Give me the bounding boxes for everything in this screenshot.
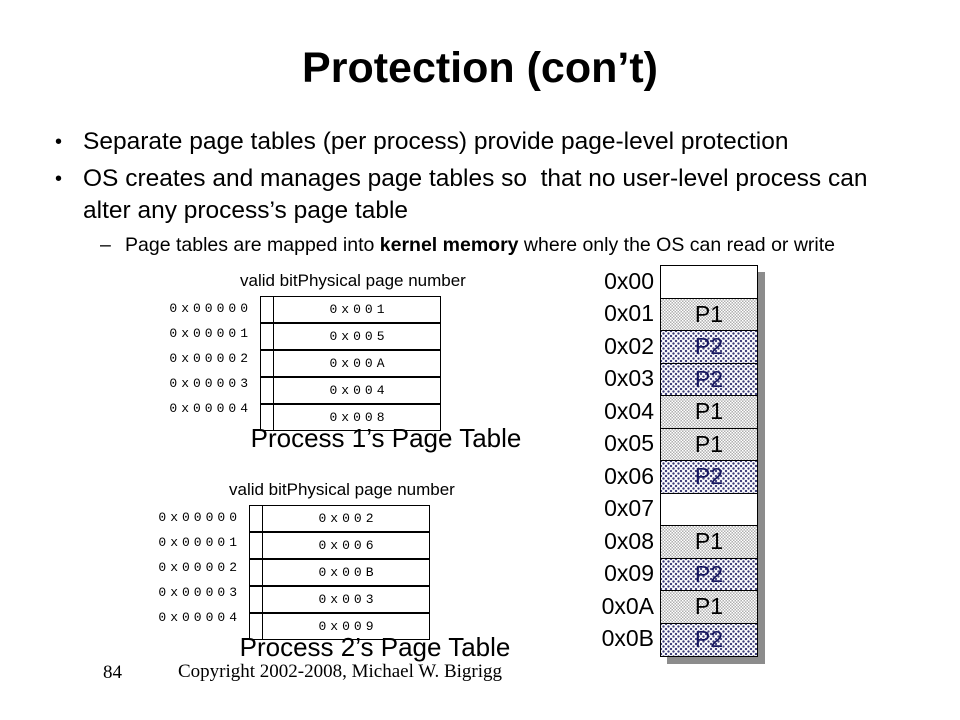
memory-cell: P2: [661, 558, 757, 591]
memory-address-labels: 0x00 0x01 0x02 0x03 0x04 0x05 0x06 0x07 …: [600, 265, 660, 657]
memory-address-label: 0x00: [604, 267, 654, 294]
memory-address-label: 0x03: [604, 365, 654, 392]
memory-stack: P1 P2 P2 P1 P1 P2 P1 P2 P1 P2: [660, 265, 758, 657]
page-table-row: 0x003: [250, 587, 429, 614]
page-table-index-label: 0x00002: [158, 560, 241, 575]
valid-bit-cell: [250, 614, 263, 639]
sub-bullet-text-bold: kernel memory: [379, 234, 519, 256]
memory-address-label: 0x08: [604, 527, 654, 554]
physical-page-number-cell: 0x009: [318, 619, 378, 634]
memory-cell: [661, 493, 757, 526]
page-table-row: 0x001: [261, 297, 440, 324]
page-table-index-label: 0x00004: [158, 610, 241, 625]
memory-address-label: 0x07: [604, 495, 654, 522]
sub-bullet: – Page tables are mapped into kernel mem…: [100, 233, 835, 257]
sub-bullet-text-before: Page tables are mapped into: [125, 234, 380, 256]
page-table-index-label: 0x00000: [169, 301, 252, 316]
bullet-text: Separate page tables (per process) provi…: [83, 128, 789, 155]
memory-cell: [661, 266, 757, 299]
bullet-marker: •: [55, 168, 63, 190]
copyright-text: Copyright 2002-2008, Michael W. Bigrigg: [178, 661, 503, 682]
sub-bullet-text: Page tables are mapped into kernel memor…: [125, 233, 835, 257]
page-table-index-label: 0x00001: [158, 535, 241, 550]
page-table-index-label: 0x00003: [158, 585, 241, 600]
page-table-body: 0x00000 0x00001 0x00002 0x00003 0x00004 …: [158, 505, 595, 640]
physical-page-number-cell: 0x001: [329, 302, 389, 317]
page-table: valid bitPhysical page number 0x00000 0x…: [158, 480, 595, 662]
memory-cell: P2: [661, 331, 757, 364]
valid-bit-header: valid bit: [240, 271, 298, 290]
page-table-index-label: 0x00002: [169, 351, 252, 366]
valid-bit-cell: [261, 297, 274, 322]
physical-page-number-cell: 0x008: [329, 410, 389, 425]
valid-bit-cell: [261, 405, 274, 430]
memory-address-label: 0x05: [604, 430, 654, 457]
valid-bit-cell: [250, 587, 263, 612]
page-table-row: 0x009: [250, 614, 429, 639]
bullet-marker: •: [55, 131, 63, 153]
valid-bit-cell: [250, 560, 263, 585]
page-table-caption: Process 1’s Page Table: [250, 423, 522, 453]
page-table-caption: Process 2’s Page Table: [239, 632, 511, 662]
page-table-index-labels: 0x00000 0x00001 0x00002 0x00003 0x00004: [158, 505, 249, 640]
page-table-body: 0x00000 0x00001 0x00002 0x00003 0x00004 …: [169, 296, 606, 431]
bullet-item: • Separate page tables (per process) pro…: [55, 126, 913, 158]
page-table-row: 0x006: [250, 533, 429, 560]
physical-page-number-cell: 0x002: [318, 511, 378, 526]
page-table-row: 0x004: [261, 378, 440, 405]
memory-cell: P1: [661, 396, 757, 429]
sub-bullet-text-after: where only the OS can read or write: [518, 234, 836, 256]
page-table-index-label: 0x00004: [169, 401, 252, 416]
dash-marker: –: [100, 234, 111, 256]
page-table-rows: 0x002 0x006 0x00B 0x003 0x009: [249, 505, 430, 640]
physical-page-number-cell: 0x003: [318, 592, 378, 607]
page-table-header: valid bitPhysical page number: [240, 271, 606, 293]
valid-bit-cell: [250, 506, 263, 531]
slide-page-number: 84: [103, 662, 122, 683]
memory-address-label: 0x06: [604, 462, 654, 489]
valid-bit-cell: [250, 533, 263, 558]
page-table-row: 0x005: [261, 324, 440, 351]
page-table-row: 0x00B: [250, 560, 429, 587]
memory-cell: P1: [661, 298, 757, 331]
valid-bit-cell: [261, 351, 274, 376]
page-table-row: 0x008: [261, 405, 440, 430]
memory-cell: P2: [661, 461, 757, 494]
physical-page-number-cell: 0x005: [329, 329, 389, 344]
memory-cell: P1: [661, 428, 757, 461]
valid-bit-header: valid bit: [229, 480, 287, 499]
memory-address-label: 0x0A: [601, 592, 654, 619]
page-table-index-label: 0x00000: [158, 510, 241, 525]
bullet-list: • Separate page tables (per process) pro…: [55, 126, 913, 232]
page-table-index-labels: 0x00000 0x00001 0x00002 0x00003 0x00004: [169, 296, 260, 431]
physical-page-number-cell: 0x00B: [318, 565, 378, 580]
bullet-text: OS creates and manages page tables so th…: [83, 165, 875, 224]
page-table-index-label: 0x00003: [169, 376, 252, 391]
memory-address-label: 0x01: [604, 300, 654, 327]
valid-bit-cell: [261, 324, 274, 349]
page-table: valid bitPhysical page number 0x00000 0x…: [169, 271, 606, 453]
memory-cell: P2: [661, 363, 757, 396]
memory-cell: P1: [661, 591, 757, 624]
physical-page-number-header: Physical page number: [286, 480, 455, 499]
page-table-index-label: 0x00001: [169, 326, 252, 341]
physical-page-number-cell: 0x004: [329, 383, 389, 398]
valid-bit-cell: [261, 378, 274, 403]
memory-cell: P1: [661, 526, 757, 559]
physical-page-number-header: Physical page number: [297, 271, 466, 290]
memory-address-label: 0x0B: [601, 625, 654, 652]
memory-address-label: 0x09: [604, 560, 654, 587]
memory-cell: P2: [661, 623, 757, 656]
page-table-rows: 0x001 0x005 0x00A 0x004 0x008: [260, 296, 441, 431]
physical-page-number-cell: 0x006: [318, 538, 378, 553]
physical-memory-map: 0x00 0x01 0x02 0x03 0x04 0x05 0x06 0x07 …: [600, 265, 758, 657]
bullet-item: • OS creates and manages page tables so …: [55, 163, 913, 227]
page-table-row: 0x00A: [261, 351, 440, 378]
physical-page-number-cell: 0x00A: [329, 356, 389, 371]
page-table-row: 0x002: [250, 506, 429, 533]
memory-address-label: 0x04: [604, 397, 654, 424]
memory-address-label: 0x02: [604, 332, 654, 359]
page-title: Protection (con’t): [302, 44, 658, 92]
page-table-header: valid bitPhysical page number: [229, 480, 595, 502]
